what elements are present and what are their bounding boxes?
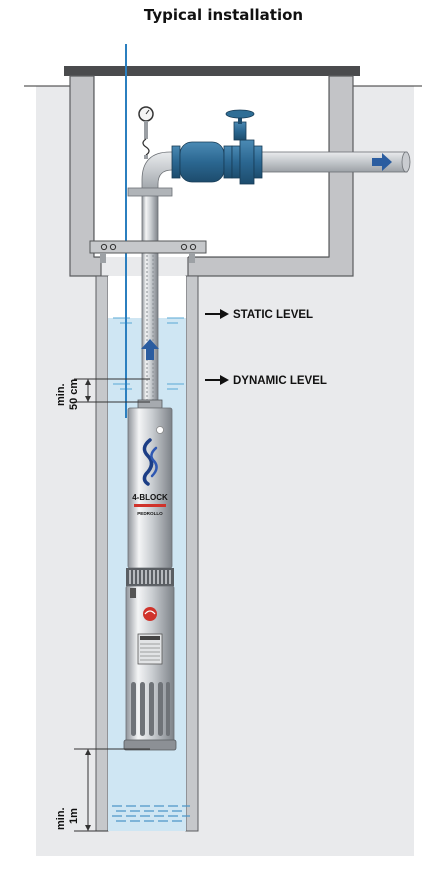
- brand-logo-icon: [156, 426, 164, 434]
- well-bottom: [112, 805, 190, 822]
- min-50cm-label-line1: min.: [55, 383, 67, 406]
- flow-arrow-up-icon: [141, 339, 159, 360]
- valve-assembly: [171, 116, 263, 185]
- diagram-title: Typical installation: [143, 6, 304, 24]
- static-level-label: STATIC LEVEL: [233, 309, 313, 321]
- pedrollo-logo-icon: [143, 607, 157, 621]
- min-50cm-label-line2: 50 cm: [68, 379, 80, 410]
- pressure-gauge-icon: [138, 106, 154, 159]
- riser-pipe: [141, 189, 159, 406]
- rating-plate: [137, 633, 163, 665]
- valve-handwheel-icon: [225, 109, 255, 119]
- min-1m-label-line2: 1m: [68, 808, 80, 824]
- well-head-clamp: [89, 240, 207, 263]
- water-surface-marks: [113, 317, 184, 390]
- submersible-pump: 4-BLOCK PEDROLLO: [123, 399, 177, 751]
- pump-brand-label: PEDROLLO: [137, 511, 163, 516]
- dynamic-level-arrow-icon: [205, 375, 229, 385]
- discharge-pipe: [127, 151, 411, 197]
- pump-model-label: 4-BLOCK: [132, 493, 168, 502]
- dynamic-level-label: DYNAMIC LEVEL: [233, 375, 327, 387]
- static-level-arrow-icon: [205, 309, 229, 319]
- min-1m-label-line1: min.: [55, 807, 67, 830]
- dimension-min-1m: [74, 748, 150, 832]
- dimension-min-50cm: [74, 378, 150, 403]
